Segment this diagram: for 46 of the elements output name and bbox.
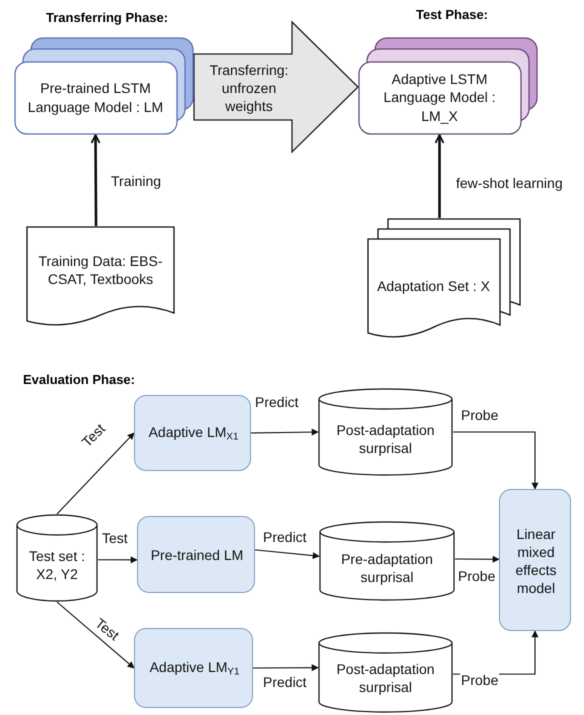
database-cylinder (318, 632, 453, 713)
database-cylinder (16, 514, 98, 602)
section-heading: Evaluation Phase: (23, 372, 135, 387)
edge-label: Training (110, 174, 162, 190)
section-heading: Test Phase: (416, 7, 488, 22)
model-box (499, 489, 571, 631)
edge-label: Predict (254, 395, 300, 410)
section-heading: Transferring Phase: (46, 10, 168, 25)
node-label: Pre-trained LSTM Language Model : LM (26, 79, 164, 116)
arrow (453, 431, 538, 490)
arrow (254, 549, 320, 560)
edge-label: few-shot learning (455, 176, 564, 192)
arrow (56, 432, 134, 514)
arrow (90, 134, 100, 226)
stacked-model-box (14, 37, 194, 135)
edge-label: Predict (262, 530, 308, 546)
edge-label: Probe (457, 569, 496, 584)
edge-label: Probe (460, 408, 500, 424)
arrow (98, 556, 138, 564)
node-label: Pre-trained LM (150, 546, 244, 565)
edge-label: Test (101, 531, 129, 546)
node-label: Adaptive LM$_{X1}$ (148, 423, 240, 445)
edge-label: Predict (262, 675, 308, 690)
node-label: Post-adaptation surprisal (335, 660, 436, 696)
arrow (455, 556, 500, 563)
arrow (434, 134, 444, 218)
model-box (137, 516, 255, 593)
node-label: Training Data: EBS-CSAT, Textbooks (38, 252, 164, 288)
database-cylinder (319, 521, 455, 601)
node-label: Pre-adaptation surprisal (340, 550, 434, 586)
model-box (134, 395, 251, 471)
edge-label: Probe (460, 673, 500, 688)
node-label: Test set : X2, Y2 (28, 546, 86, 584)
node-label: Adaptive LSTM Language Model : LM_X (382, 70, 497, 125)
document-stack (367, 218, 521, 340)
node-label: Linear mixed effects model (514, 524, 558, 598)
document-shape (26, 226, 175, 328)
node-label: Post-adaptation surprisal (335, 420, 436, 458)
stacked-model-box (358, 37, 538, 135)
model-box (134, 628, 253, 708)
arrow (56, 602, 135, 668)
node-label: Adaptive LM$_{Y1}$ (148, 658, 240, 680)
arrow (251, 428, 319, 436)
database-cylinder (318, 388, 453, 476)
node-label: Adaptation Set : X (376, 276, 491, 296)
arrow (253, 664, 319, 672)
